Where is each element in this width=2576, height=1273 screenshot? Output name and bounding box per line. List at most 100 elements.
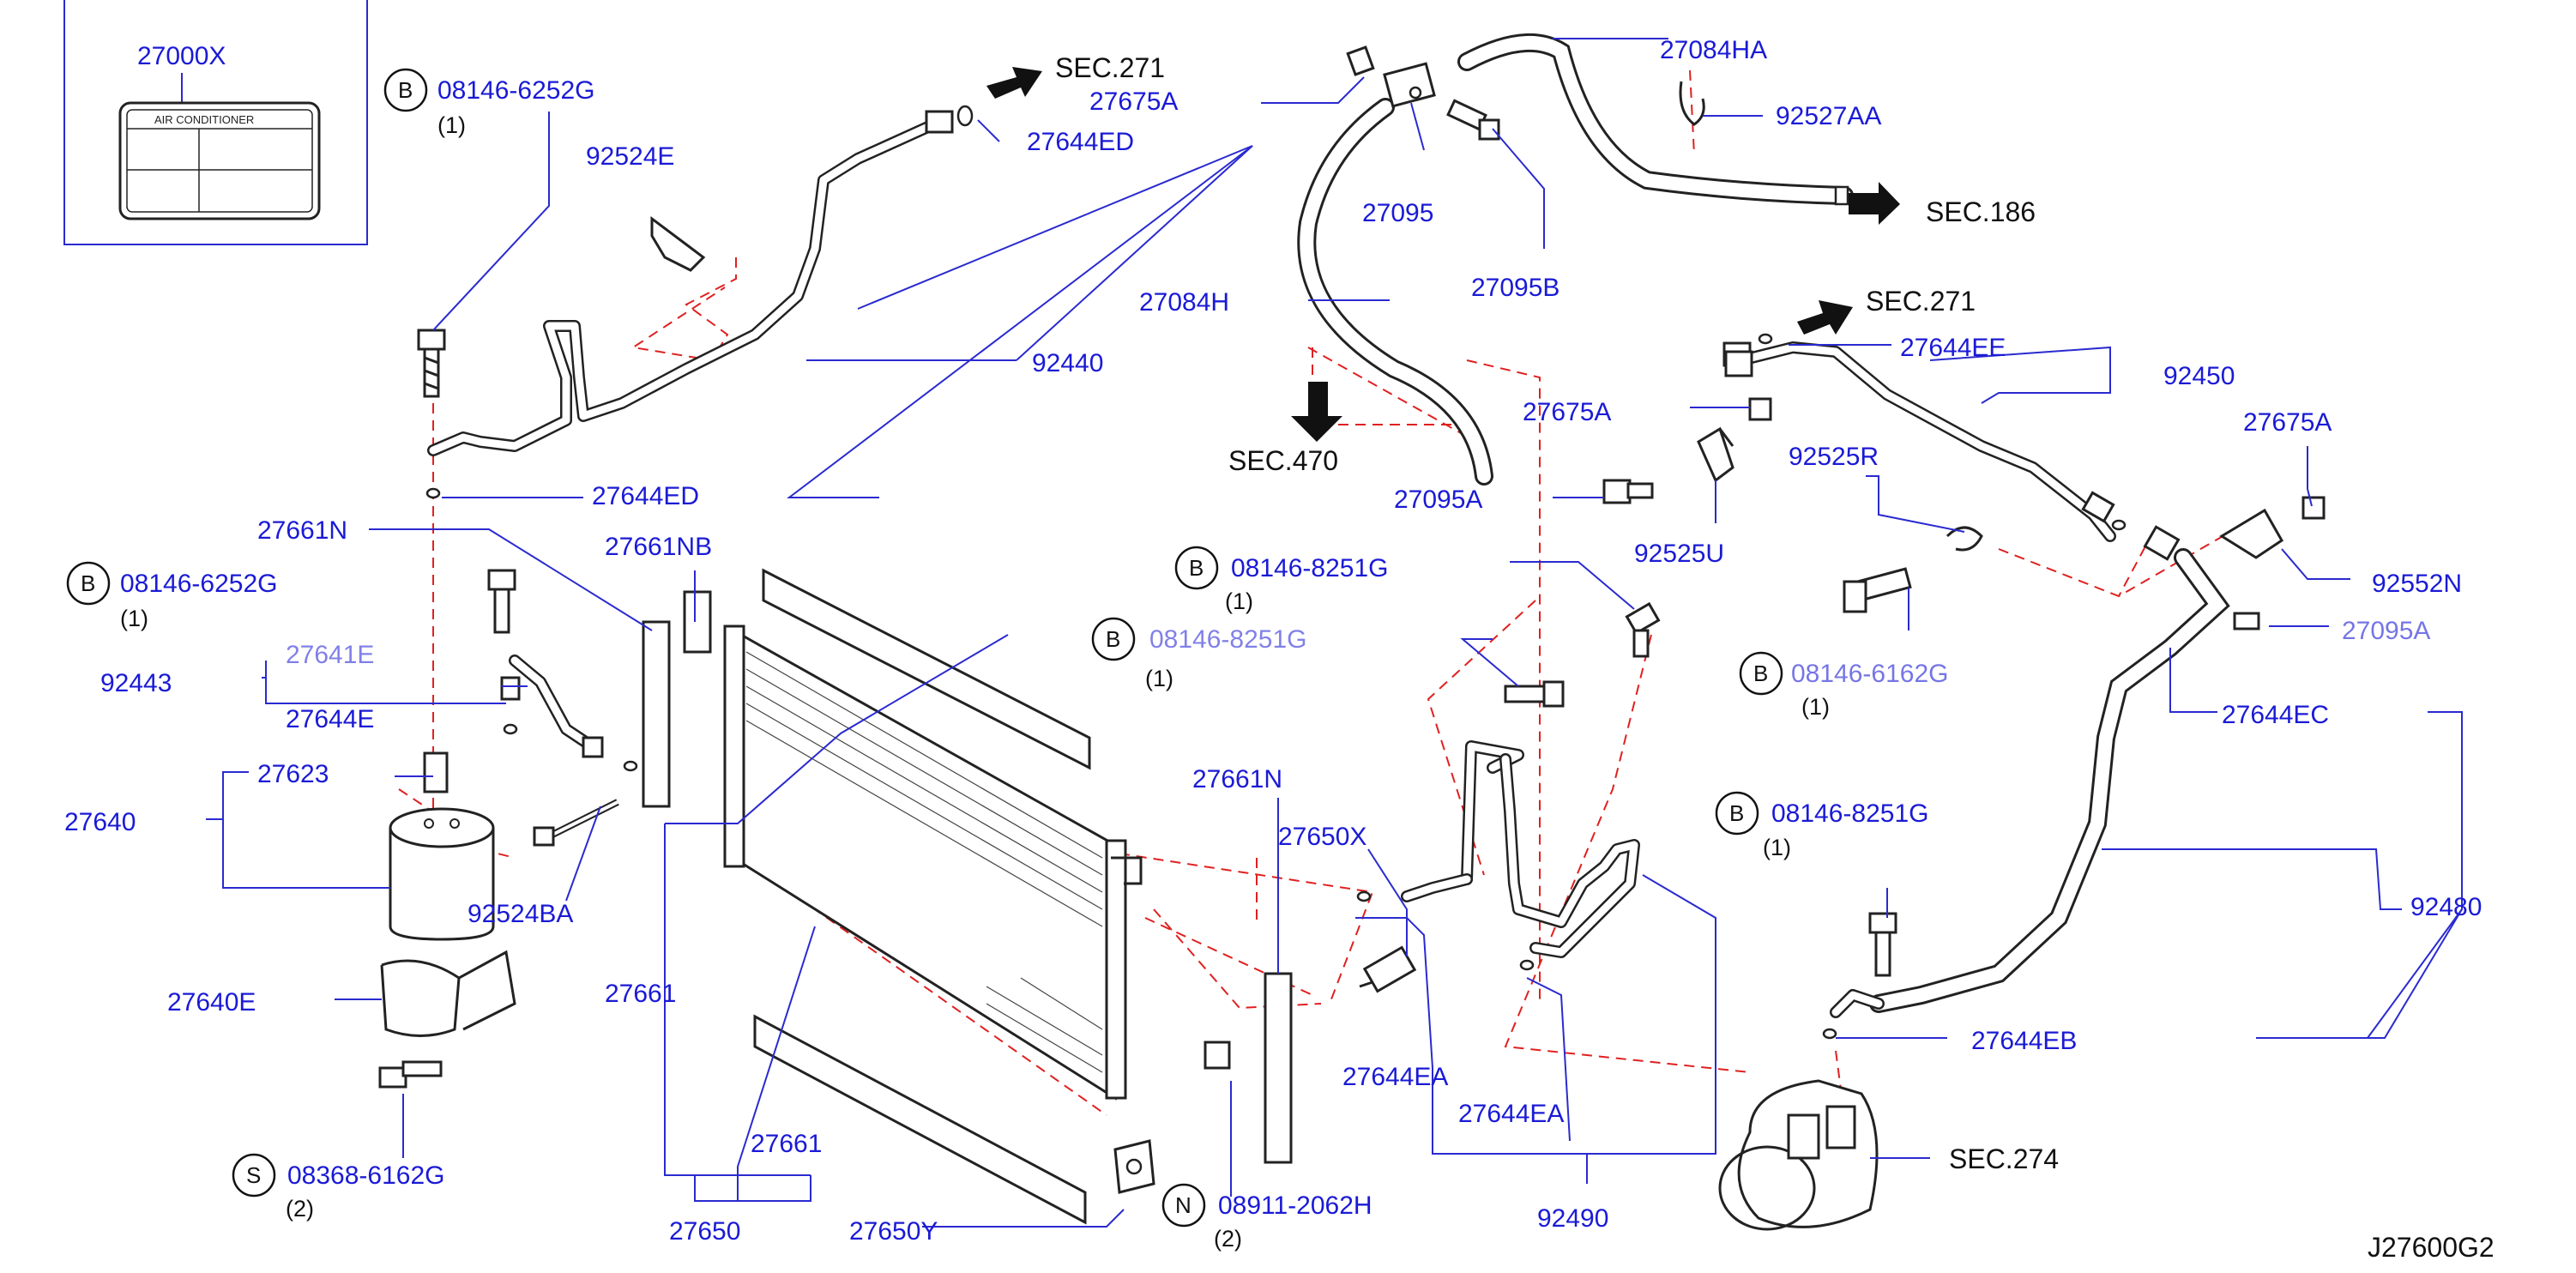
sec-274[interactable]: SEC.274 xyxy=(1949,1143,2059,1174)
part-27675A-top[interactable]: 27675A xyxy=(1089,87,1178,116)
part-27661NB[interactable]: 27661NB xyxy=(605,533,712,561)
part-27644EA-right[interactable]: 27644EA xyxy=(1458,1100,1564,1128)
part-27095A-right[interactable]: 27095A xyxy=(2342,617,2430,645)
part-27095[interactable]: 27095 xyxy=(1362,199,1433,227)
clamp-92525R xyxy=(1946,526,1983,552)
label-callout-box: 27000X AIR CONDITIONER xyxy=(63,0,368,245)
bolt-27095B xyxy=(1446,99,1500,141)
svg-text:B: B xyxy=(398,77,413,103)
sec-186[interactable]: SEC.186 xyxy=(1926,196,2036,227)
section-arrows xyxy=(986,67,1900,442)
qty-08146-8251G-mid: (1) xyxy=(1225,588,1253,614)
part-08146-8251G-obscured[interactable]: 08146-8251G xyxy=(1149,625,1307,654)
part-08146-6252G-top[interactable]: 08146-6252G xyxy=(437,76,595,105)
part-08146-8251G-right[interactable]: 08146-8251G xyxy=(1771,799,1929,828)
badge-b-6162G-right: B xyxy=(1739,651,1783,696)
pipe-92490 xyxy=(1401,740,1640,958)
svg-text:B: B xyxy=(1189,555,1204,581)
part-27640[interactable]: 27640 xyxy=(64,808,136,836)
sec-271-top[interactable]: SEC.271 xyxy=(1055,52,1165,83)
part-27661-low[interactable]: 27661 xyxy=(751,1130,822,1158)
part-27095A-left[interactable]: 27095A xyxy=(1394,486,1482,514)
qty-08146-6252G-top: (1) xyxy=(437,112,466,138)
qty-08368-6162G: (2) xyxy=(286,1196,314,1222)
svg-text:B: B xyxy=(1753,661,1768,686)
part-08146-6252G-mid[interactable]: 08146-6252G xyxy=(120,570,278,598)
svg-text:B: B xyxy=(1106,626,1120,652)
part-08368-6162G[interactable]: 08368-6162G xyxy=(287,1161,445,1190)
bracket-92552N xyxy=(2219,508,2283,559)
part-27644EC[interactable]: 27644EC xyxy=(2222,701,2329,729)
part-27661N-left[interactable]: 27661N xyxy=(257,516,347,545)
sec-271-right[interactable]: SEC.271 xyxy=(1866,286,1976,317)
part-92552N[interactable]: 92552N xyxy=(2372,570,2462,598)
bolt-08146-6252G-mid xyxy=(487,569,516,634)
part-08146-6162G-right[interactable]: 08146-6162G xyxy=(1791,660,1949,688)
part-27084H[interactable]: 27084H xyxy=(1139,288,1229,317)
part-92450[interactable]: 92450 xyxy=(2163,362,2235,390)
valve-27095 xyxy=(1383,62,1436,108)
qty-08146-8251G-right: (1) xyxy=(1763,835,1791,860)
qty-obscured: (1) xyxy=(1145,666,1173,691)
part-9244x-obscured[interactable]: 92443 xyxy=(100,669,172,697)
part-27000X[interactable]: 27000X xyxy=(137,42,226,70)
part-27644EB[interactable]: 27644EB xyxy=(1971,1027,2077,1055)
bolt-08146-6162G-right xyxy=(1843,567,1912,613)
part-27644E[interactable]: 27644E xyxy=(286,705,374,733)
section-labels: SEC.271 SEC.186 SEC.470 SEC.271 SEC.274 xyxy=(1055,52,2059,1174)
bolt-27095A-right xyxy=(2233,612,2260,630)
badge-n: N xyxy=(1161,1183,1206,1228)
pipe-92480 xyxy=(1830,525,2230,1018)
part-92440[interactable]: 92440 xyxy=(1032,349,1103,377)
pipe-9244x xyxy=(500,655,604,758)
badge-b-mid: B xyxy=(66,561,111,606)
part-92524BA[interactable]: 92524BA xyxy=(468,900,573,928)
badges: B B B B B B S N xyxy=(66,68,1783,1228)
part-92480[interactable]: 92480 xyxy=(2410,893,2482,921)
leader-lines xyxy=(206,38,2463,1228)
part-27644ED-mid[interactable]: 27644ED xyxy=(592,482,699,510)
part-27623[interactable]: 27623 xyxy=(257,760,329,788)
part-08911-2062H[interactable]: 08911-2062H xyxy=(1218,1192,1372,1220)
part-2764xE-obscured[interactable]: 27641E xyxy=(286,641,374,669)
receiver-drier-27640 xyxy=(389,751,495,941)
clip-92524BA xyxy=(533,799,619,847)
qty-08146-6252G-mid: (1) xyxy=(120,606,148,631)
hose-27084H xyxy=(1297,98,1493,486)
pipe-92450 xyxy=(1724,341,2116,542)
part-27661-mid[interactable]: 27661 xyxy=(605,980,676,1008)
ac-label-sticker xyxy=(118,101,321,220)
part-27084HA[interactable]: 27084HA xyxy=(1660,36,1767,64)
part-27644EE[interactable]: 27644EE xyxy=(1900,334,2006,362)
part-27095B[interactable]: 27095B xyxy=(1471,274,1559,302)
part-92525R[interactable]: 92525R xyxy=(1789,443,1879,471)
part-27675A-mid[interactable]: 27675A xyxy=(1523,398,1611,426)
part-27644EA-left[interactable]: 27644EA xyxy=(1342,1063,1448,1091)
part-27640E[interactable]: 27640E xyxy=(167,988,256,1017)
condenser-fins xyxy=(745,651,1103,1073)
sec-470[interactable]: SEC.470 xyxy=(1228,445,1338,476)
part-27661N-right[interactable]: 27661N xyxy=(1192,765,1282,793)
bolt-08146-6252G-top xyxy=(417,329,446,398)
part-27650Y[interactable]: 27650Y xyxy=(849,1217,938,1246)
part-92525U[interactable]: 92525U xyxy=(1634,540,1724,568)
bracket-27640E xyxy=(380,950,516,1037)
pipe-92440 xyxy=(427,105,974,456)
part-92490[interactable]: 92490 xyxy=(1537,1204,1608,1233)
part-27650[interactable]: 27650 xyxy=(669,1217,740,1246)
condenser-27650 xyxy=(723,624,1143,1101)
part-08146-8251G-mid[interactable]: 08146-8251G xyxy=(1231,554,1389,582)
part-27675A-right[interactable]: 27675A xyxy=(2243,408,2332,437)
part-27644ED-top[interactable]: 27644ED xyxy=(1027,128,1134,156)
part-92527AA[interactable]: 92527AA xyxy=(1776,102,1881,130)
clip-92527AA xyxy=(1679,81,1705,126)
hose-27084HA xyxy=(1457,33,1854,206)
badge-b-8251G-mid: B xyxy=(1174,546,1219,590)
qty-08146-6162G-right: (1) xyxy=(1801,694,1830,720)
o-rings xyxy=(425,333,2127,1040)
svg-text:B: B xyxy=(81,570,95,596)
badge-s: S xyxy=(232,1153,276,1198)
part-92524E[interactable]: 92524E xyxy=(586,142,674,171)
part-27650X[interactable]: 27650X xyxy=(1278,823,1366,851)
